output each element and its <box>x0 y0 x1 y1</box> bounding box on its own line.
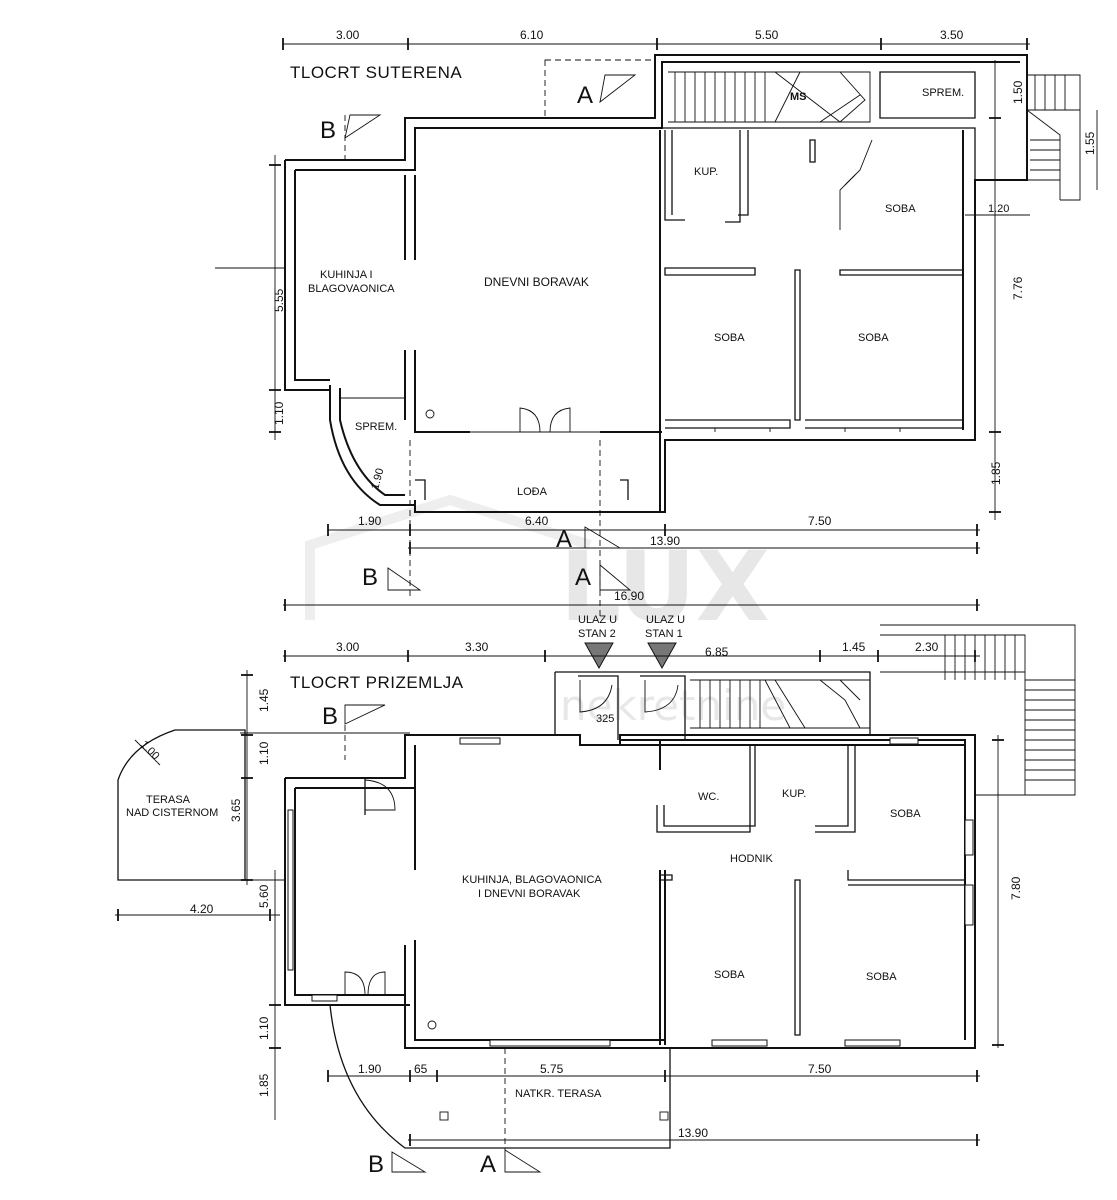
ground-right-dimensions: 7.80 <box>992 735 1023 1048</box>
room-label-hall: HODNIK <box>730 853 773 865</box>
dim-label: 16.90 <box>614 589 644 603</box>
ground-external-stair <box>880 624 1076 796</box>
dim-label: 1.45 <box>842 640 866 654</box>
ground-walls: 325 <box>284 671 976 1149</box>
watermark-logo-text: LUX <box>560 531 770 643</box>
entrance2-arrow-icon <box>584 642 614 670</box>
dim-label: 13.90 <box>678 1126 708 1140</box>
section-b-marker: B <box>322 703 338 730</box>
dim-label: 1.00 <box>138 739 162 763</box>
section-a-marker: A <box>556 526 572 553</box>
dim-label: 13.90 <box>650 534 680 548</box>
ground-top-dimensions: 3.00 3.30 6.85 1.45 2.30 <box>283 640 980 662</box>
section-a-marker: A <box>575 564 591 591</box>
room-label-bath: KUP. <box>694 166 718 178</box>
cistern-terrace: 1.00 TERASA NAD CISTERNOM 4.20 <box>115 729 280 921</box>
entrance1-label-line1: ULAZ U <box>646 614 685 626</box>
dim-label: 1.10 <box>257 741 271 765</box>
dim-label: 1.85 <box>257 1073 271 1097</box>
stair-mark-label: MS <box>790 91 807 103</box>
basement-top-dimensions: 3.00 6.10 5.50 3.50 <box>282 28 1030 50</box>
dim-label: 3.50 <box>940 28 964 42</box>
room-label-room1: SOBA <box>885 203 916 215</box>
entrance2-label-line2: STAN 2 <box>578 628 616 640</box>
dim-label: 5.75 <box>540 1062 564 1076</box>
room-label-terrace-line1: TERASA <box>146 794 191 806</box>
room-label-bath: KUP. <box>782 788 806 800</box>
dim-label: 7.50 <box>808 1062 832 1076</box>
ground-left-dimensions: 1.45 1.10 3.65 5.60 1.10 1.85 <box>229 670 410 1120</box>
dim-label: 1.20 <box>988 203 1009 215</box>
dim-label: 3.00 <box>336 640 360 654</box>
basement-title: TLOCRT SUTERENA <box>290 63 462 82</box>
dim-label: 1.45 <box>257 688 271 712</box>
dim-label: 5.55 <box>272 288 286 312</box>
section-b-marker: B <box>362 564 378 591</box>
ground-floor-plan: TLOCRT PRIZEMLJA ULAZ U STAN 2 ULAZ U ST… <box>115 614 1076 1178</box>
basement-walls <box>284 54 1030 513</box>
room-label-room3: SOBA <box>858 332 889 344</box>
basement-left-dimensions: 5.55 1.10 <box>215 155 286 440</box>
room-label-covered-terrace: NATKR. TERASA <box>515 1088 602 1100</box>
section-a-marker: A <box>577 82 593 109</box>
entrance2-label-line1: ULAZ U <box>578 614 617 626</box>
room-label-loggia: LOĐA <box>517 486 548 498</box>
dim-door-label: 325 <box>596 713 614 725</box>
dim-label: 3.30 <box>465 640 489 654</box>
section-b-marker: B <box>368 1151 384 1178</box>
dim-label: 5.50 <box>755 28 779 42</box>
section-b-marker: B <box>320 117 336 144</box>
dim-label: 1.10 <box>257 1016 271 1040</box>
dim-label: 1.90 <box>358 514 382 528</box>
room-label-kitchen-line1: KUHINJA I <box>320 269 373 281</box>
dim-label: 1.50 <box>1011 80 1025 104</box>
dim-label: 3.65 <box>229 798 243 822</box>
dim-label: 1.55 <box>1083 131 1097 155</box>
dim-label: 1.85 <box>989 461 1003 485</box>
room-label-living: DNEVNI BORAVAK <box>484 275 589 289</box>
watermark: LUX nekretnine <box>305 494 786 730</box>
basement-staircase: MS <box>668 71 871 123</box>
room-label-storage-top: SPREM. <box>922 87 964 99</box>
dim-radius-label: 1.90 <box>369 467 386 491</box>
room-label-room2: SOBA <box>714 969 745 981</box>
room-label-living-line2: I DNEVNI BORAVAK <box>478 888 581 900</box>
ground-bottom-dimensions: 1.90 65 5.75 7.50 13.90 <box>327 1062 980 1146</box>
dim-label: 6.85 <box>705 645 729 659</box>
basement-external-stair: 1.55 <box>1026 74 1098 201</box>
room-label-wc: WC. <box>698 791 719 803</box>
dim-label: 5.60 <box>257 884 271 908</box>
dim-label: 3.00 <box>336 28 360 42</box>
room-label-kitchen-line2: BLAGOVAONICA <box>308 283 395 295</box>
dim-label: 6.40 <box>525 514 549 528</box>
dim-label: 7.50 <box>808 514 832 528</box>
room-label-terrace-line2: NAD CISTERNOM <box>126 807 218 819</box>
watermark-sub-text: nekretnine <box>560 681 786 730</box>
room-label-room1: SOBA <box>890 808 921 820</box>
dim-label: 2.30 <box>915 640 939 654</box>
basement-right-dimensions: 1.50 7.76 1.85 1.20 <box>965 60 1030 520</box>
room-label-living-line1: KUHINJA, BLAGOVAONICA <box>462 874 602 886</box>
basement-section-markers: A B A B A <box>320 74 637 620</box>
basement-plan: TLOCRT SUTERENA 3.00 6.10 5.50 3.50 <box>215 28 1098 620</box>
dim-label: 4.20 <box>190 902 214 916</box>
basement-storage-top <box>879 71 976 119</box>
dim-label: 6.10 <box>520 28 544 42</box>
room-label-room3: SOBA <box>866 971 897 983</box>
entrance1-arrow-icon <box>647 642 677 670</box>
basement-bottom-dimensions: 1.90 6.40 7.50 13.90 16.90 <box>283 514 980 611</box>
dim-label: 7.76 <box>1011 276 1025 300</box>
entrance-markers: ULAZ U STAN 2 ULAZ U STAN 1 <box>578 614 685 670</box>
dim-label: 1.10 <box>272 401 286 425</box>
entrance1-label-line2: STAN 1 <box>645 628 683 640</box>
ground-section-markers: B B A <box>322 703 542 1178</box>
dim-label: 1.90 <box>358 1062 382 1076</box>
ground-title: TLOCRT PRIZEMLJA <box>290 673 464 692</box>
room-label-storage: SPREM. <box>355 421 397 433</box>
section-a-marker: A <box>480 1151 496 1178</box>
dim-label: 65 <box>414 1062 428 1076</box>
room-label-room2: SOBA <box>714 332 745 344</box>
dim-label: 7.80 <box>1009 876 1023 900</box>
